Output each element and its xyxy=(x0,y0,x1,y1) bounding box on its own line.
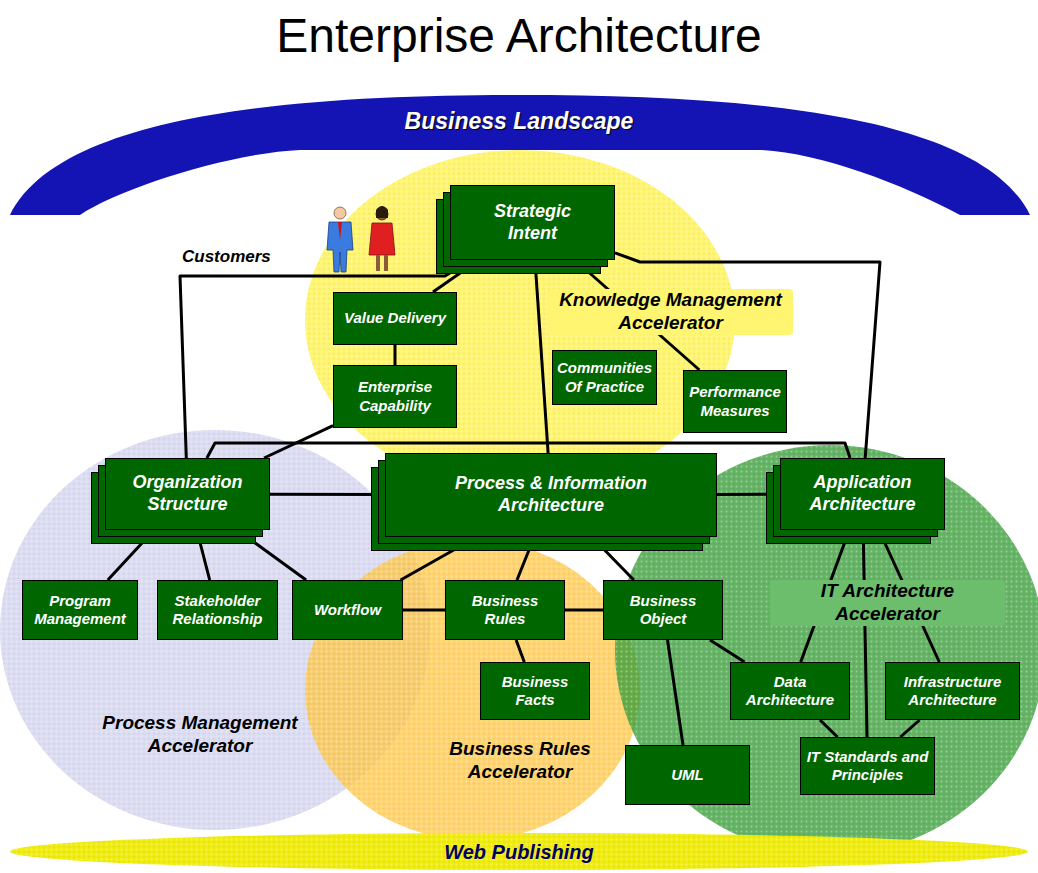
process-box: Business Facts xyxy=(480,662,590,720)
process-box: Workflow xyxy=(292,580,403,640)
region-label: Process Management Accelerator xyxy=(60,712,340,758)
box-label: Business Rules xyxy=(450,592,560,629)
box-label: Strategic Intent xyxy=(478,201,588,245)
region-label: Web Publishing xyxy=(369,840,669,864)
stacked-box: Process & Information Architecture xyxy=(385,453,717,537)
process-box: Business Rules xyxy=(445,580,565,640)
woman-figure xyxy=(369,206,395,271)
connector-line xyxy=(237,530,306,580)
process-box: UML xyxy=(625,745,750,805)
stacked-box: Application Architecture xyxy=(780,458,945,530)
process-box: Data Architecture xyxy=(730,662,850,720)
connector-line xyxy=(710,640,745,662)
box-label: IT Standards and Principles xyxy=(805,748,930,785)
box-label: Infrastructure Architecture xyxy=(890,673,1015,710)
process-box: Value Delivery xyxy=(333,292,457,345)
connector-line xyxy=(401,537,477,580)
connector-line xyxy=(820,720,838,737)
region-label: Business Landscape xyxy=(319,108,719,136)
box-label: Business Object xyxy=(608,592,718,629)
box-label: Communities Of Practice xyxy=(557,359,652,396)
region-label: Business Rules Accelerator xyxy=(415,738,625,784)
connector-line xyxy=(900,720,919,737)
process-box: Program Management xyxy=(22,580,138,640)
connector-line xyxy=(879,530,939,662)
callout-label: Customers xyxy=(182,247,271,267)
box-label: Program Management xyxy=(27,592,133,629)
region-fill xyxy=(10,833,1028,870)
band: Web Publishing xyxy=(10,833,1028,870)
stacked-box: Organization Structure xyxy=(105,458,270,530)
connector-line xyxy=(197,530,210,580)
box-label: Data Architecture xyxy=(735,673,845,710)
box-label: Stakeholder Relationship xyxy=(162,592,273,629)
box-label: Enterprise Capability xyxy=(338,378,452,415)
box-label: Application Architecture xyxy=(798,472,928,516)
connector-line xyxy=(517,537,534,580)
box-label: Performance Measures xyxy=(688,383,782,420)
connector-line xyxy=(180,260,471,458)
stacked-box: Strategic Intent xyxy=(450,185,615,260)
connector-line xyxy=(668,640,684,745)
box-label: Value Delivery xyxy=(338,309,452,327)
man-figure xyxy=(327,207,353,272)
connector-line xyxy=(403,609,445,612)
box-label: Workflow xyxy=(297,601,398,619)
connector-line xyxy=(592,537,634,580)
region-label: IT Architecture Accelerator xyxy=(770,580,1005,626)
box-label: Process & Information Architecture xyxy=(436,473,666,517)
process-box: Performance Measures xyxy=(683,370,787,433)
diagram-title: Enterprise Architecture xyxy=(0,8,1038,63)
process-box: IT Standards and Principles xyxy=(800,737,935,795)
connector-line xyxy=(565,609,603,612)
connector-line xyxy=(535,260,548,453)
process-box: Enterprise Capability xyxy=(333,365,457,428)
connector-line xyxy=(394,345,397,365)
connector-line xyxy=(801,530,850,662)
box-label: UML xyxy=(630,766,745,784)
box-label: Business Facts xyxy=(485,673,585,710)
connector-line xyxy=(270,493,385,496)
connector-line xyxy=(108,530,154,580)
region-label: Knowledge Management Accelerator xyxy=(548,289,793,335)
box-label: Organization Structure xyxy=(120,472,255,516)
connector-line xyxy=(717,493,780,496)
process-box: Stakeholder Relationship xyxy=(157,580,278,640)
process-box: Business Object xyxy=(603,580,723,640)
region-fill xyxy=(10,833,1028,870)
process-box: Infrastructure Architecture xyxy=(885,662,1020,720)
connector-line xyxy=(863,530,867,737)
connector-line xyxy=(516,640,524,662)
process-box: Communities Of Practice xyxy=(552,350,657,405)
